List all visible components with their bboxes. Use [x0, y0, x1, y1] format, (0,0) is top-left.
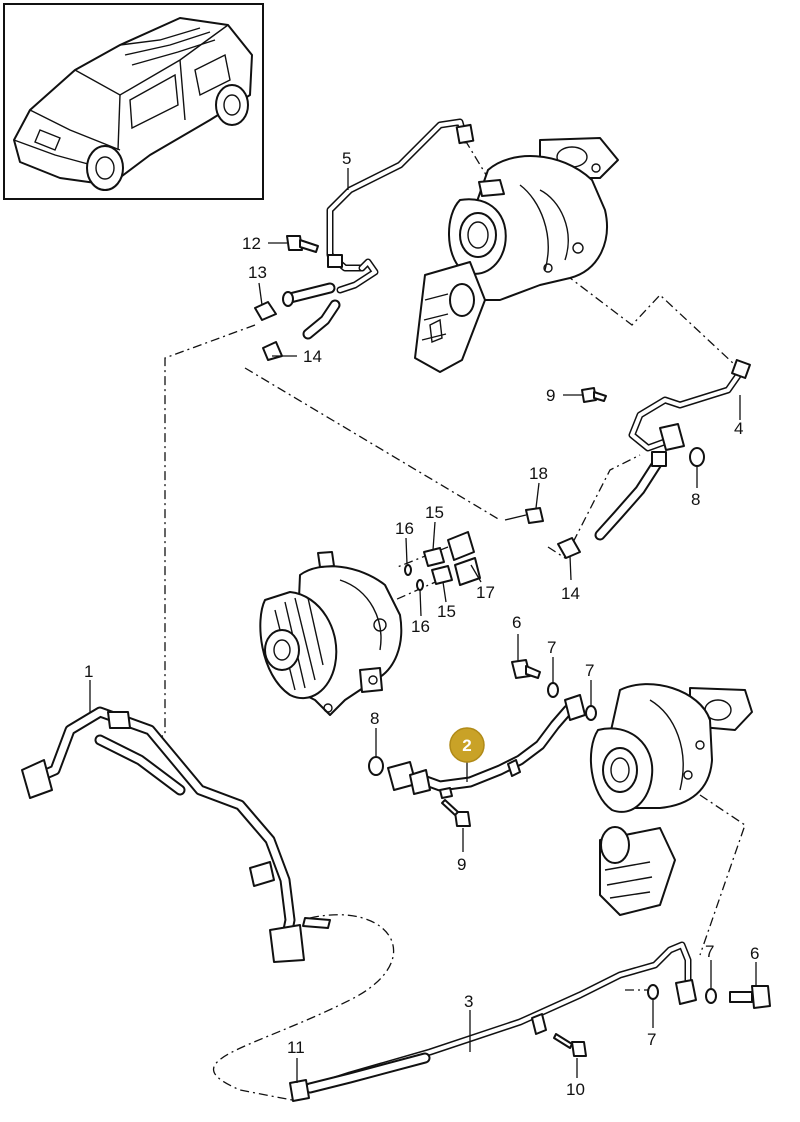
oring-part-8-upper [689, 447, 705, 467]
coolant-pump-icon [259, 551, 403, 716]
vehicle-thumbnail [3, 3, 264, 200]
callout-7-d: 7 [647, 1030, 656, 1049]
hose-upper-clamps [254, 282, 341, 361]
callout-12: 12 [242, 234, 261, 253]
oring-part-8-lower [368, 756, 384, 776]
hose-part-2 [387, 694, 586, 799]
callout-17: 17 [476, 583, 495, 602]
highlight-callout-2[interactable]: 2 [449, 727, 485, 763]
callout-2: 2 [462, 736, 471, 755]
callout-labels: 1 3 4 5 6 6 7 7 7 7 8 8 9 9 10 11 12 13 … [84, 149, 759, 1099]
turbocharger-upper [414, 137, 619, 373]
bolt-part-18 [504, 507, 544, 524]
callout-8-lower: 8 [370, 709, 379, 728]
callout-6-upper: 6 [512, 613, 521, 632]
callout-9-lower: 9 [457, 855, 466, 874]
washers-part-7-lower [647, 984, 717, 1004]
callout-10: 10 [566, 1080, 585, 1099]
turbocharger-icon [589, 683, 753, 916]
gasket-part-17 [447, 531, 481, 586]
bolt-part-9-upper [581, 387, 607, 403]
callout-14-upper: 14 [303, 347, 322, 366]
turbocharger-icon [414, 137, 619, 373]
callout-16-lower: 16 [411, 617, 430, 636]
callout-5: 5 [342, 149, 351, 168]
callout-7-c: 7 [705, 942, 714, 961]
bolt-part-6-lower [729, 985, 771, 1009]
pipe-part-3 [289, 941, 697, 1102]
callout-6-lower: 6 [750, 944, 759, 963]
turbocharger-lower [589, 683, 753, 916]
callout-13: 13 [248, 263, 267, 282]
callout-16-upper: 16 [395, 519, 414, 538]
callout-15-lower: 15 [437, 602, 456, 621]
callout-3: 3 [464, 992, 473, 1011]
callout-1: 1 [84, 662, 93, 681]
callout-8-upper: 8 [691, 490, 700, 509]
clamp-part-14-middle [557, 537, 581, 559]
callout-15-upper: 15 [425, 503, 444, 522]
pipe-part-1 [21, 706, 331, 963]
callout-7-b: 7 [585, 661, 594, 680]
pipe-part-5 [326, 118, 475, 294]
highlight-badge[interactable] [449, 727, 485, 763]
callout-4: 4 [734, 419, 743, 438]
bolt-part-12 [286, 235, 319, 253]
fittings-part-15-16 [404, 547, 453, 591]
bolt-part-10 [553, 1033, 587, 1057]
pipe-part-4 [594, 359, 751, 541]
leader-lines [89, 168, 757, 1083]
vehicle-thumbnail-icon [13, 17, 253, 191]
bolt-part-9-lower [441, 799, 471, 827]
callout-18: 18 [529, 464, 548, 483]
coolant-pump [259, 551, 403, 716]
callout-14-lower: 14 [561, 584, 580, 603]
bolt-part-6-upper [511, 659, 541, 679]
callout-11: 11 [287, 1038, 305, 1057]
callout-7-a: 7 [547, 638, 556, 657]
callout-9-upper: 9 [546, 386, 555, 405]
